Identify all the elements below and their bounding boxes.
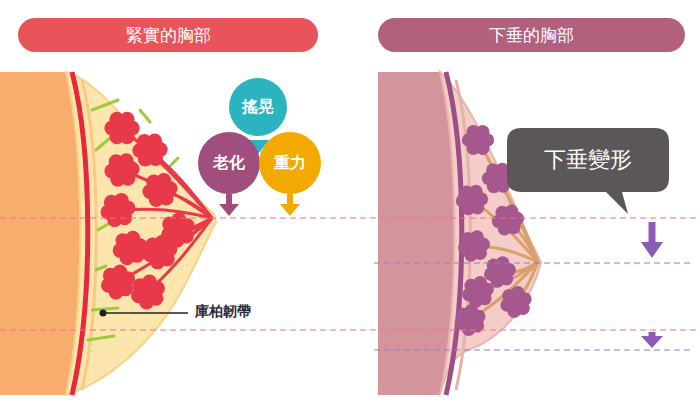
force-circle-text: 老化 <box>213 153 245 172</box>
lobules <box>101 112 212 310</box>
lobule <box>492 264 507 279</box>
force-circle-text: 搖晃 <box>242 97 274 116</box>
ligament-stroke <box>96 138 110 150</box>
lobule <box>170 222 187 239</box>
lobule <box>142 142 159 159</box>
callout-bubble: 下垂變形 <box>507 128 669 192</box>
ligament-stroke <box>92 100 118 110</box>
leader-dot <box>100 310 107 317</box>
lobule <box>470 284 485 299</box>
breast-outline <box>440 72 541 395</box>
force-circle: 搖晃 <box>228 77 288 137</box>
sagging-breast <box>378 72 541 395</box>
sag-arrow-head <box>641 336 663 348</box>
lobule <box>490 170 505 185</box>
sag-arrow-head <box>641 242 663 258</box>
panel-header: 下垂的胸部 <box>378 18 685 52</box>
gravity-arrow-head <box>280 204 300 216</box>
chest-body <box>0 72 80 395</box>
callout-bubble-fill <box>507 128 669 214</box>
lobule <box>152 244 169 261</box>
ligament-stroke <box>98 224 108 230</box>
chest-muscle <box>72 72 88 395</box>
leader-line <box>103 312 188 314</box>
lobule <box>110 274 127 291</box>
ligament-stroke <box>88 336 114 340</box>
lobule <box>140 284 157 301</box>
lobule <box>462 312 477 327</box>
lobule <box>110 202 127 219</box>
sag-level-line <box>374 262 692 263</box>
panel-header: 緊實的胸部 <box>18 18 318 52</box>
chest-body <box>378 72 454 395</box>
lobule <box>464 192 479 207</box>
lobule <box>114 120 131 137</box>
force-circle-fill <box>259 132 321 194</box>
panel-header-text: 緊實的胸部 <box>126 25 211 45</box>
ligament-stroke <box>92 308 118 310</box>
level-line <box>0 217 700 218</box>
lobule <box>152 182 169 199</box>
milk-duct <box>122 128 212 218</box>
chest-muscle <box>446 72 462 395</box>
firm-breast <box>0 72 216 395</box>
breast-outline <box>66 72 216 395</box>
sag-level-line <box>374 349 692 350</box>
force-circle: 重力 <box>258 131 322 195</box>
panel-header-text: 下垂的胸部 <box>489 25 574 45</box>
part-label: 庫柏韌帶 <box>193 303 253 321</box>
force-circle: 老化 <box>197 131 261 195</box>
lobule <box>500 212 515 227</box>
lobule <box>466 238 481 253</box>
force-circle-fill <box>198 132 260 194</box>
level-line <box>0 329 700 330</box>
lobule <box>114 162 131 179</box>
aging-arrow-head <box>219 204 239 216</box>
ligament-stroke <box>140 110 150 122</box>
lobule <box>470 132 485 147</box>
force-circle-fill <box>229 78 287 136</box>
panel-header-fill <box>378 18 685 52</box>
callout-bubble-text: 下垂變形 <box>544 147 632 173</box>
cooper-ligaments <box>88 100 178 340</box>
panel-header-fill <box>18 18 318 52</box>
lobule <box>508 294 523 309</box>
ligament-stroke <box>96 266 106 270</box>
force-circle-text: 重力 <box>274 153 306 172</box>
sag-arrow-shaft <box>649 222 656 244</box>
lobule <box>122 240 139 257</box>
muscle-fascia <box>82 80 96 390</box>
